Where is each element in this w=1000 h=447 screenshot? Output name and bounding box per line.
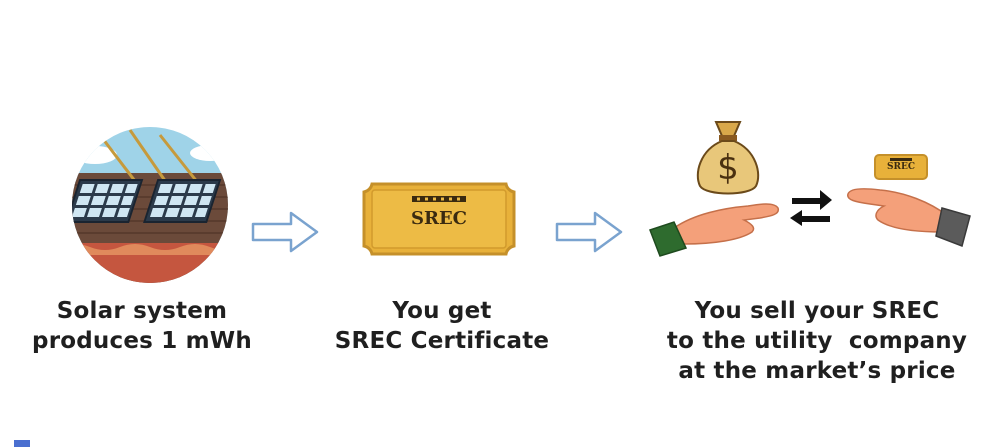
decorative-mark: [14, 440, 30, 447]
caption-line: You get: [392, 298, 492, 324]
money-bag-icon: [696, 121, 760, 195]
srec-certificate-icon: SREC: [362, 182, 516, 256]
receiving-hand-icon: [847, 188, 971, 247]
small-srec-certificate: SREC: [874, 154, 928, 180]
caption-line: You sell your SREC: [694, 298, 940, 324]
step-2-caption: You get SREC Certificate: [322, 296, 562, 356]
certificate-label: SREC: [410, 208, 467, 229]
caption-line: produces 1 mWh: [32, 328, 252, 354]
step-1-caption: Solar system produces 1 mWh: [22, 296, 262, 356]
money-exchange-icon: $ SREC: [640, 118, 980, 258]
dollar-sign: $: [717, 148, 739, 188]
giving-hand-icon: [649, 203, 780, 257]
caption-line: SREC Certificate: [334, 328, 550, 354]
caption-line: to the utility company: [666, 328, 968, 354]
flow-arrow-icon: [251, 211, 319, 253]
step-3-caption: You sell your SREC to the utility compan…: [662, 296, 972, 386]
caption-line: Solar system: [56, 298, 228, 324]
flow-arrow-icon: [555, 211, 623, 253]
solar-panel-roof-icon: [72, 127, 228, 283]
caption-line: at the market’s price: [678, 358, 956, 384]
exchange-arrows-icon: [790, 190, 832, 226]
small-certificate-label: SREC: [886, 162, 915, 172]
